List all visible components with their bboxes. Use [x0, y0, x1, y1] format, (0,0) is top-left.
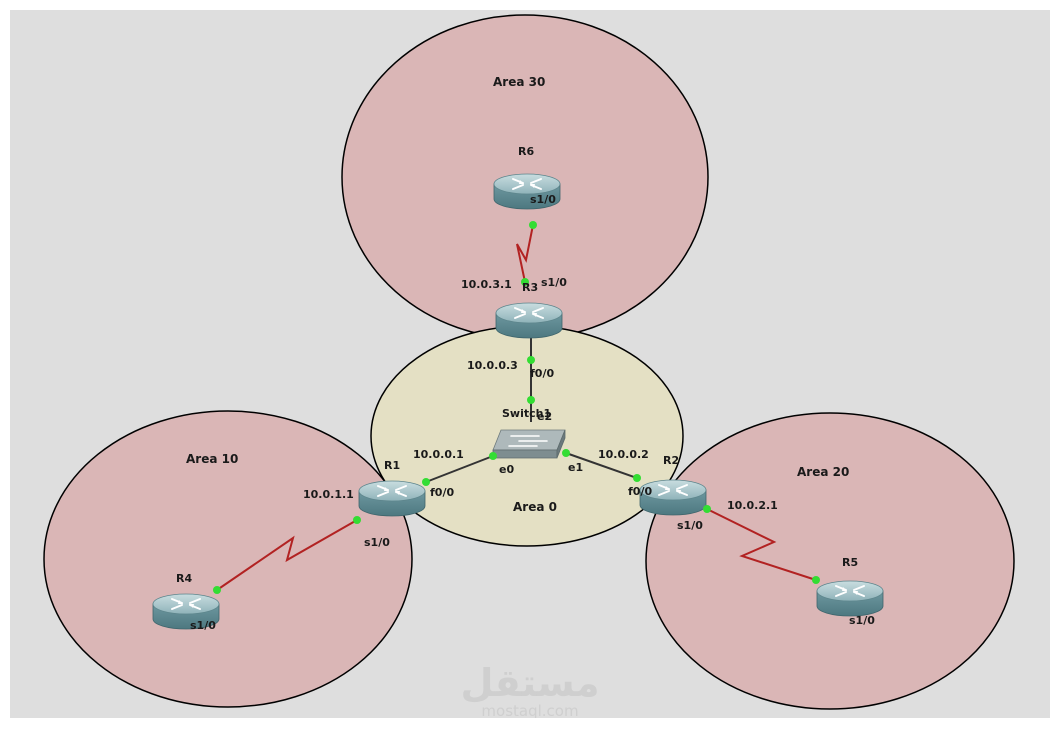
router-r5-label: R5 [842, 556, 858, 569]
serial-link-r1-r4[interactable] [216, 519, 358, 591]
area-10-label: Area 10 [186, 452, 238, 466]
port-dot-r5-s10 [812, 576, 820, 584]
router-r6-label: R6 [518, 145, 534, 158]
port-dot-r6-s10 [529, 221, 537, 229]
router-r2-label: R2 [663, 454, 679, 467]
area-0-label: Area 0 [513, 500, 557, 514]
r1-s10-address: 10.0.1.1 [303, 488, 354, 501]
router-r5-icon[interactable] [816, 580, 884, 617]
port-dot-r3-f00 [527, 356, 535, 364]
area-10-region [43, 410, 413, 708]
port-dot-r1-s10 [353, 516, 361, 524]
topology-canvas: مستقل mostaql.com Area 30 Area [10, 10, 1050, 718]
r5-s10-label: s1/0 [849, 614, 875, 627]
router-r3-icon[interactable] [495, 302, 563, 339]
r2-f00-address: 10.0.0.2 [598, 448, 649, 461]
serial-link-r6-r3[interactable] [516, 224, 534, 283]
port-dot-r1-f00 [422, 478, 430, 486]
r3-f00-label: f0/0 [530, 367, 554, 380]
area-30-label: Area 30 [493, 75, 545, 89]
r1-s10-label: s1/0 [364, 536, 390, 549]
r2-s10-label: s1/0 [677, 519, 703, 532]
serial-link-r2-r5[interactable] [706, 508, 817, 581]
router-r3-label: R3 [522, 281, 538, 294]
r3-s10-label: s1/0 [541, 276, 567, 289]
r2-s10-address: 10.0.2.1 [727, 499, 778, 512]
ethernet-link-switch-r1[interactable] [425, 455, 494, 483]
sw-e0-label: e0 [499, 463, 514, 476]
watermark-url: mostaql.com [481, 702, 578, 718]
port-dot-r4-s10 [213, 586, 221, 594]
area-20-label: Area 20 [797, 465, 849, 479]
port-dot-r3-s10 [521, 278, 529, 286]
r4-s10-label: s1/0 [190, 619, 216, 632]
port-dot-sw-e1 [562, 449, 570, 457]
ethernet-link-switch-r2[interactable] [565, 452, 638, 479]
port-dot-r2-f00 [633, 474, 641, 482]
area-20-region [645, 412, 1015, 710]
r1-f00-label: f0/0 [430, 486, 454, 499]
sw-e2-label: e2 [537, 410, 552, 423]
router-r1-label: R1 [384, 459, 400, 472]
r3-f00-address: 10.0.0.3 [467, 359, 518, 372]
sw-e1-label: e1 [568, 461, 583, 474]
r2-f00-label: f0/0 [628, 485, 652, 498]
r3-s10-address: 10.0.3.1 [461, 278, 512, 291]
router-r4-label: R4 [176, 572, 192, 585]
port-dot-sw-e0 [489, 452, 497, 460]
port-dot-r2-s10 [703, 505, 711, 513]
port-dot-sw-e2 [527, 396, 535, 404]
watermark-logo: مستقل [461, 661, 600, 705]
port-dots [213, 221, 820, 594]
r6-s10-label: s1/0 [530, 193, 556, 206]
router-r1-icon[interactable] [358, 480, 426, 517]
switch-icon[interactable] [492, 429, 566, 459]
switch-label: Switch1 [502, 407, 551, 420]
r1-f00-address: 10.0.0.1 [413, 448, 464, 461]
network-diagram: مستقل mostaql.com Area 30 Area [43, 14, 1015, 718]
